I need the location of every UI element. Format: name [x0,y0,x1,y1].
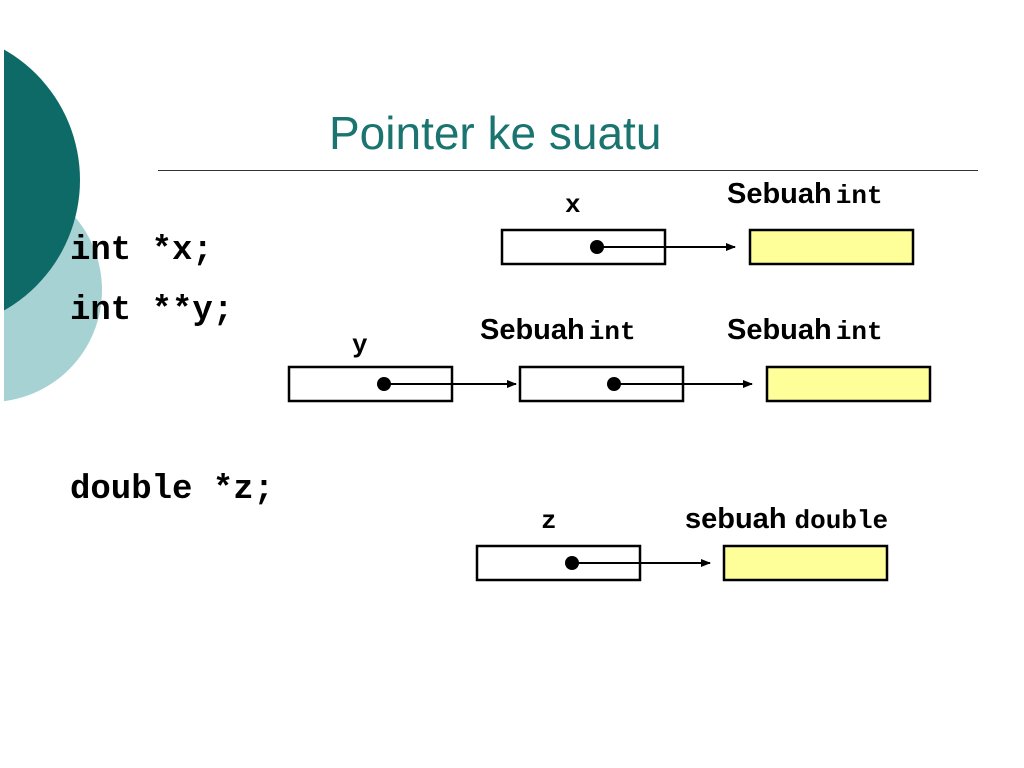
code-line-int-y: int **y; [70,292,234,330]
decor-dark-circle [0,47,80,313]
caption-type: int [835,181,883,211]
x-target-box [748,228,915,266]
caption-y-mid: Sebuah int [480,314,636,347]
caption-x-target: Sebuah int [727,178,883,211]
label-x: x [565,190,581,220]
label-y: y [352,330,368,360]
caption-type: int [835,317,883,347]
y-target-box [765,365,932,403]
code-line-double-z: double *z; [70,471,275,509]
caption-word: Sebuah [727,314,832,346]
slide-title: Pointer ke suatu [329,107,662,159]
caption-word: Sebuah [480,314,585,346]
caption-word: Sebuah [727,178,832,210]
code-line-int-x: int *x; [70,232,213,270]
caption-z-target: sebuah double [685,503,888,536]
caption-y-target: Sebuah int [727,314,883,347]
caption-word: sebuah [685,503,787,535]
decor-white-strip [0,0,4,768]
title-divider [158,170,978,171]
caption-type: int [588,317,636,347]
label-z: z [541,506,557,536]
z-target-box [722,544,889,582]
caption-type: double [794,506,889,536]
